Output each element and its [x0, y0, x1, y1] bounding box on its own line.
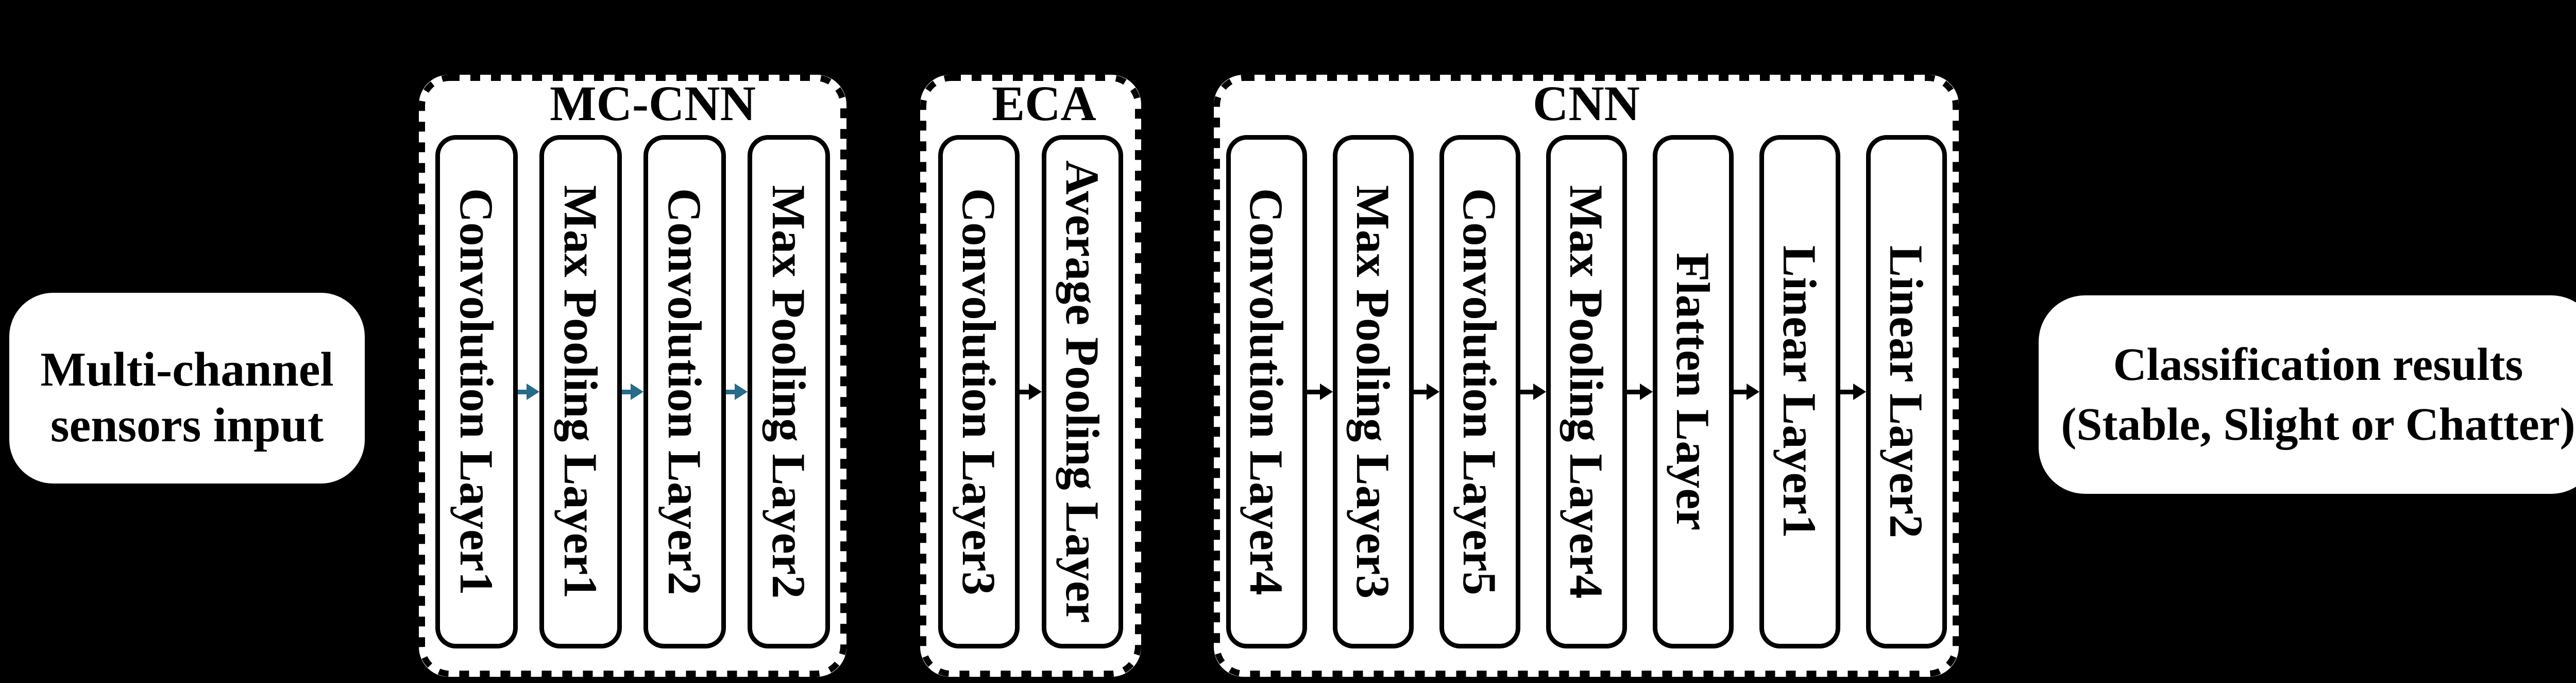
- arrow-right: [1626, 135, 1653, 648]
- dashed-border: [920, 75, 1141, 677]
- layer-label: Max Pooling Layer4: [1560, 185, 1613, 599]
- arrow-right: [1020, 135, 1042, 648]
- group-eca: ECA Convolution Layer3 Average Pooling L…: [920, 75, 1141, 677]
- layer-box: Linear Layer2: [1866, 135, 1947, 648]
- layer-label: Max Pooling Layer1: [554, 185, 607, 599]
- group-eca-title: ECA: [992, 76, 1096, 131]
- arrow-right: [622, 135, 643, 648]
- layer-box: Average Pooling Layer: [1042, 135, 1123, 648]
- input-box-line2: sensors input: [50, 398, 324, 452]
- output-box-line2: (Stable, Slight or Chatter): [2061, 398, 2575, 450]
- layer-label: Convolution Layer2: [658, 188, 711, 595]
- arrow-right: [518, 135, 539, 648]
- output-box-line1: Classification results: [2113, 339, 2523, 391]
- layer-label: Convolution Layer3: [953, 188, 1005, 595]
- dashed-border: [419, 75, 846, 677]
- layer-box: Linear Layer1: [1759, 135, 1840, 648]
- arrow-right: [1840, 135, 1866, 648]
- arrow-right: [1733, 135, 1759, 648]
- layer-label: Max Pooling Layer3: [1347, 185, 1399, 599]
- layer-box: Convolution Layer5: [1439, 135, 1520, 648]
- layer-label: Convolution Layer5: [1453, 188, 1506, 595]
- arrow-right: [1413, 135, 1439, 648]
- dashed-border: [1214, 75, 1959, 677]
- layer-label: Convolution Layer4: [1240, 188, 1293, 595]
- layer-label: Max Pooling Layer2: [762, 185, 815, 599]
- layer-box: Flatten Layer: [1652, 135, 1734, 648]
- layer-label: Linear Layer1: [1773, 245, 1826, 539]
- arrow-right: [1520, 135, 1546, 648]
- layer-box: Max Pooling Layer1: [539, 135, 622, 648]
- group-mccnn-title: MC-CNN: [550, 76, 756, 131]
- arrow-right: [726, 135, 748, 648]
- group-cnn: CNN Convolution Layer4 Max Pooling Layer…: [1214, 75, 1959, 677]
- input-box: Multi-channel sensors input: [9, 293, 365, 484]
- arrow-right: [1307, 135, 1333, 648]
- layer-label: Linear Layer2: [1880, 245, 1933, 539]
- group-cnn-title: CNN: [1533, 76, 1640, 131]
- input-box-line1: Multi-channel: [40, 342, 334, 396]
- layer-box: Convolution Layer2: [643, 135, 726, 648]
- layer-box: Max Pooling Layer4: [1546, 135, 1627, 648]
- layer-label: Flatten Layer: [1667, 253, 1719, 531]
- layer-box: Max Pooling Layer2: [748, 135, 830, 648]
- layer-label: Average Pooling Layer: [1056, 160, 1109, 623]
- group-mccnn: MC-CNN Convolution Layer1 Max Pooling La…: [419, 75, 846, 677]
- layer-box: Convolution Layer4: [1226, 135, 1307, 648]
- layer-box: Convolution Layer3: [938, 135, 1020, 648]
- layer-box: Convolution Layer1: [435, 135, 518, 648]
- layer-box: Max Pooling Layer3: [1332, 135, 1414, 648]
- output-box: Classification results (Stable, Slight o…: [2039, 295, 2576, 494]
- layer-label: Convolution Layer1: [450, 188, 503, 595]
